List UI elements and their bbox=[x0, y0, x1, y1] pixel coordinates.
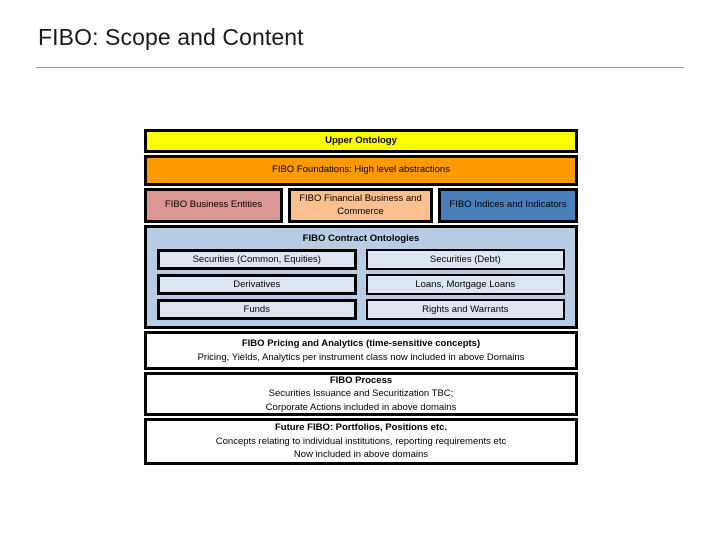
fibo-foundations-band: FIBO Foundations: High level abstraction… bbox=[144, 155, 578, 186]
domain-indices-and-indicators: FIBO Indices and Indicators bbox=[438, 188, 578, 223]
contract-ontologies-grid: Securities (Common, Equities) Derivative… bbox=[157, 249, 565, 320]
note-heading: Future FIBO: Portfolios, Positions etc. bbox=[274, 422, 448, 434]
contract-rights-and-warrants: Rights and Warrants bbox=[365, 299, 565, 320]
note-line: Corporate Actions included in above doma… bbox=[265, 401, 457, 413]
contract-derivatives: Derivatives bbox=[157, 274, 357, 295]
domain-row: FIBO Business Entities FIBO Financial Bu… bbox=[144, 188, 578, 223]
note-heading: FIBO Pricing and Analytics (time-sensiti… bbox=[241, 338, 481, 350]
contract-ontologies-panel: FIBO Contract Ontologies Securities (Com… bbox=[144, 225, 578, 329]
note-future-fibo: Future FIBO: Portfolios, Positions etc. … bbox=[144, 418, 578, 465]
contract-loans-mortgage-loans: Loans, Mortgage Loans bbox=[365, 274, 565, 295]
fibo-scope-diagram: Upper Ontology FIBO Foundations: High le… bbox=[144, 129, 578, 467]
note-line: Concepts relating to individual institut… bbox=[215, 435, 507, 447]
note-fibo-pricing-and-analytics: FIBO Pricing and Analytics (time-sensiti… bbox=[144, 331, 578, 370]
domain-business-entities: FIBO Business Entities bbox=[144, 188, 283, 223]
note-heading: FIBO Process bbox=[329, 374, 393, 386]
upper-ontology-band: Upper Ontology bbox=[144, 129, 578, 153]
contract-column-right: Securities (Debt) Loans, Mortgage Loans … bbox=[365, 249, 565, 320]
domain-financial-business-and-commerce: FIBO Financial Business and Commerce bbox=[288, 188, 433, 223]
title-divider bbox=[36, 67, 684, 68]
note-line: Securities Issuance and Securitization T… bbox=[268, 388, 454, 400]
contract-securities-debt: Securities (Debt) bbox=[365, 249, 565, 270]
contract-ontologies-title: FIBO Contract Ontologies bbox=[302, 233, 420, 244]
contract-column-left: Securities (Common, Equities) Derivative… bbox=[157, 249, 357, 320]
contract-securities-common-equities: Securities (Common, Equities) bbox=[157, 249, 357, 270]
note-line: Pricing, Yields, Analytics per instrumen… bbox=[197, 351, 525, 363]
contract-funds: Funds bbox=[157, 299, 357, 320]
note-fibo-process: FIBO Process Securities Issuance and Sec… bbox=[144, 372, 578, 416]
page-title: FIBO: Scope and Content bbox=[38, 24, 304, 50]
note-line: Now included in above domains bbox=[293, 449, 429, 461]
